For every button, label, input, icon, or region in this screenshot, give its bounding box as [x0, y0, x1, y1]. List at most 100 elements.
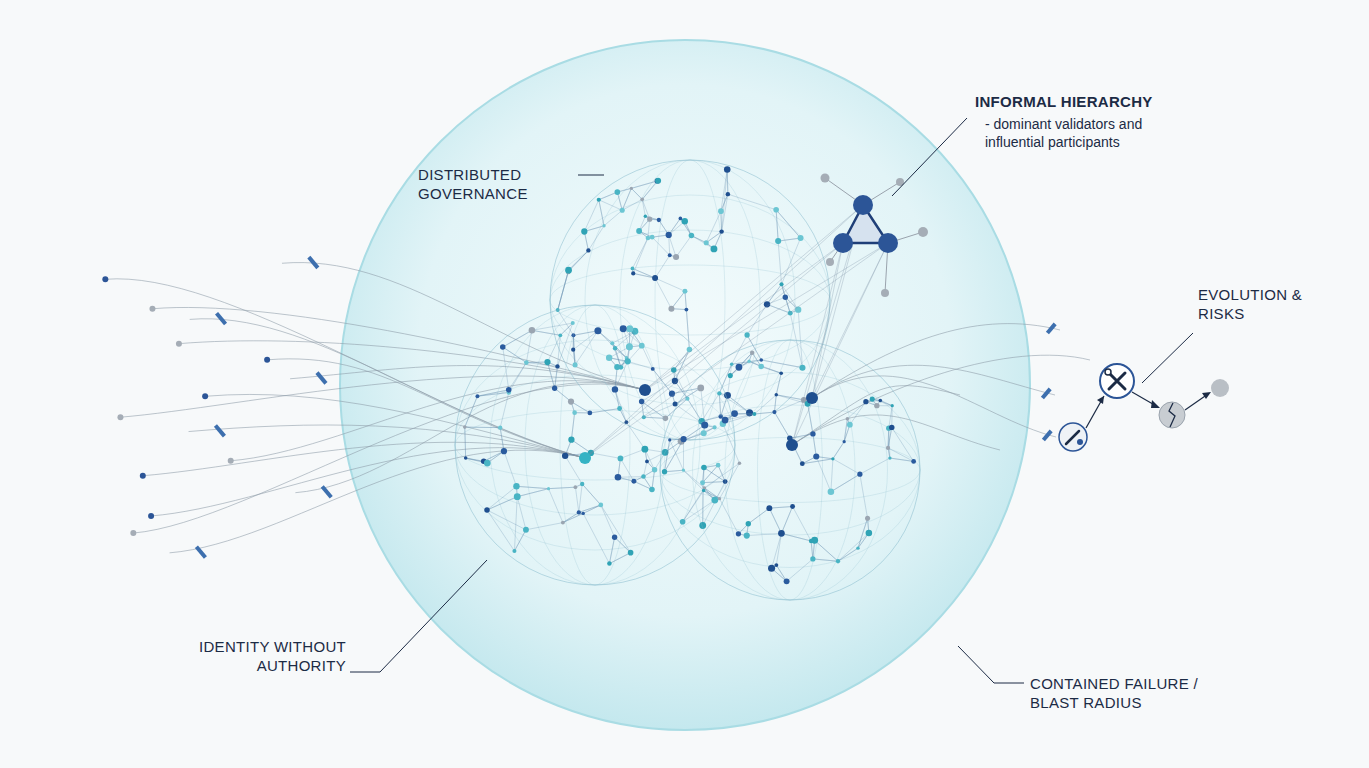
mesh-link — [748, 508, 769, 524]
mesh-dot — [746, 521, 751, 526]
mesh-link — [609, 537, 614, 563]
mesh-link — [776, 210, 800, 238]
mesh-link — [704, 463, 739, 488]
mesh-dot — [673, 254, 679, 260]
mesh-dot — [555, 364, 559, 368]
mesh-link — [575, 487, 578, 512]
mesh-link — [838, 548, 858, 561]
mesh-link — [670, 440, 684, 470]
mesh-parallel — [455, 410, 735, 480]
mesh-dot — [784, 578, 790, 584]
mesh-link — [599, 200, 622, 211]
mesh-dot — [501, 448, 507, 454]
mesh-dot — [713, 425, 717, 429]
mesh-dot — [831, 457, 834, 460]
mesh-dot — [813, 453, 819, 459]
mesh-dot — [689, 233, 695, 239]
mesh-dot — [779, 282, 783, 286]
mesh-link — [477, 390, 508, 396]
mesh-link — [665, 439, 684, 472]
mesh-dot — [598, 503, 603, 508]
mesh-dot — [775, 238, 781, 244]
mesh-dot — [847, 422, 853, 428]
mesh-link — [526, 362, 547, 364]
mesh-link — [703, 482, 726, 483]
mesh-dot — [744, 332, 749, 337]
mesh-link — [669, 235, 676, 257]
mesh-link — [644, 417, 666, 418]
mesh-link — [844, 419, 847, 442]
mesh-link — [516, 486, 548, 488]
mesh-link — [776, 373, 781, 395]
mesh-dot — [581, 512, 584, 515]
mesh-dot — [719, 229, 723, 233]
mesh-dot — [798, 235, 804, 241]
callout-label: CONTAINED FAILURE / BLAST RADIUS — [1030, 674, 1240, 712]
mesh-link — [774, 395, 776, 412]
mesh-link — [747, 533, 782, 535]
mesh-link — [615, 367, 617, 389]
mesh-link — [575, 331, 598, 365]
mesh-link — [477, 390, 508, 396]
fan-line — [282, 263, 645, 390]
mesh-link — [754, 395, 776, 414]
mesh-link — [704, 490, 720, 498]
mesh-dot — [552, 386, 557, 391]
mesh-dot — [639, 399, 644, 404]
mesh-link — [571, 413, 574, 440]
mesh-link — [558, 270, 569, 310]
mesh-link — [778, 241, 781, 284]
mesh-link — [776, 373, 781, 395]
mesh-dot — [610, 341, 614, 345]
mesh-link — [526, 330, 532, 362]
mesh-link — [891, 406, 892, 428]
hub-link — [812, 243, 888, 398]
mesh-dot — [891, 404, 894, 407]
mesh-dot — [529, 327, 535, 333]
mesh-link — [671, 291, 685, 308]
hub-link — [585, 243, 843, 458]
mesh-link — [683, 470, 703, 490]
mesh-dot — [628, 550, 634, 556]
mesh-dot — [630, 187, 633, 190]
mesh-link — [655, 278, 671, 309]
hub-link — [645, 243, 843, 390]
mesh-dot — [684, 308, 688, 312]
mesh-link — [718, 465, 725, 481]
mesh-dot — [774, 563, 778, 567]
mesh-link — [599, 200, 604, 226]
mesh-link — [703, 482, 725, 526]
mesh-dot — [577, 510, 581, 514]
hub-node — [639, 384, 651, 396]
mesh-link — [631, 181, 657, 188]
mesh-dot — [588, 411, 593, 416]
fan-line — [231, 381, 645, 461]
hub-link — [792, 243, 888, 445]
mesh-link — [723, 424, 740, 463]
fan-line — [295, 383, 645, 493]
mesh-link — [590, 409, 620, 413]
mesh-link — [767, 304, 790, 313]
mesh-parallel — [550, 195, 830, 405]
mesh-link — [683, 439, 684, 470]
mesh-link — [808, 404, 813, 434]
mesh-dot — [636, 228, 642, 234]
mesh-dot — [561, 521, 565, 525]
mesh-ring — [455, 305, 735, 585]
mesh-link — [719, 364, 731, 393]
fan-dot — [264, 357, 270, 363]
mesh-link — [631, 188, 642, 199]
mesh-dot — [626, 343, 633, 350]
mesh-dot — [710, 245, 717, 252]
mesh-link — [579, 484, 582, 512]
mesh-link — [631, 181, 658, 189]
mesh-dot — [626, 325, 633, 332]
mesh-dot — [547, 487, 550, 490]
mesh-link — [464, 427, 466, 458]
mesh-dot — [800, 461, 805, 466]
mesh-meridian — [725, 340, 855, 600]
mesh-link — [622, 188, 631, 210]
hub-link — [792, 243, 843, 445]
mesh-link — [892, 427, 914, 461]
mesh-link — [816, 457, 831, 492]
